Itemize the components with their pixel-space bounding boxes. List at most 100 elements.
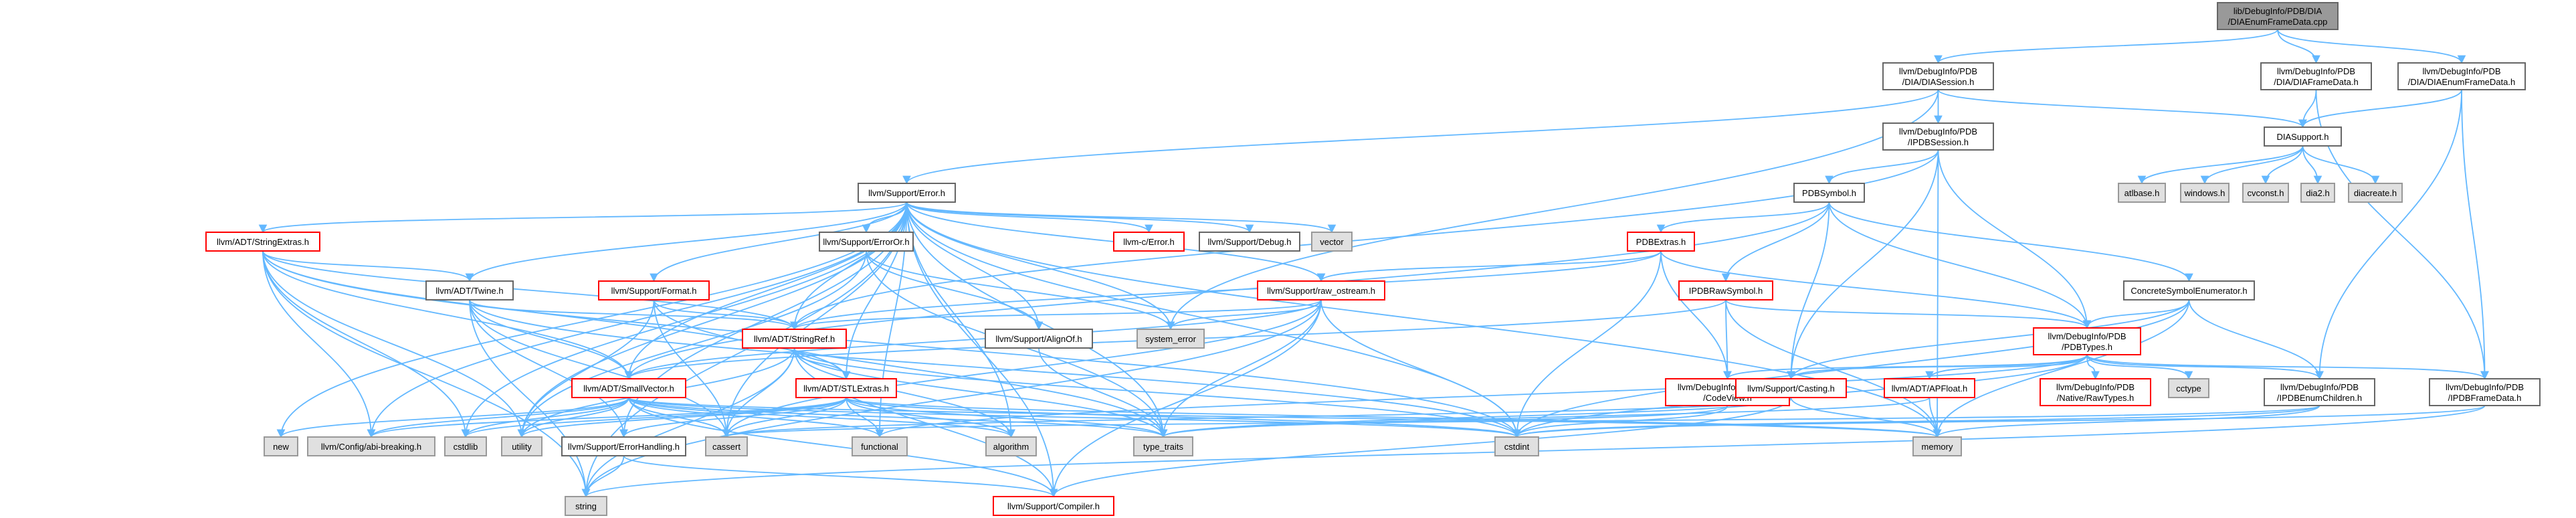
node-box bbox=[2429, 378, 2541, 406]
node-ipdb-session[interactable]: llvm/DebugInfo/PDB/IPDBSession.h bbox=[1882, 122, 1994, 151]
node-dia-support[interactable]: DIASupport.h bbox=[2264, 126, 2342, 147]
edge-dia_enum_frame_data-to-dia_support bbox=[2298, 89, 2462, 128]
node-box bbox=[2348, 183, 2403, 203]
edge-twine-to-small_vector bbox=[469, 299, 633, 380]
node-box bbox=[985, 329, 1093, 349]
node-algorithm: algorithm bbox=[985, 436, 1037, 456]
edge-stl_extras-to-type_traits bbox=[846, 397, 1168, 438]
node-concrete-symbol-enum[interactable]: ConcreteSymbolEnumerator.h bbox=[2123, 280, 2255, 300]
node-support-error[interactable]: llvm/Support/Error.h bbox=[858, 183, 956, 203]
node-box bbox=[501, 436, 542, 456]
node-twine[interactable]: llvm/ADT/Twine.h bbox=[425, 280, 514, 300]
node-box bbox=[1133, 436, 1193, 456]
node-small-vector[interactable]: llvm/ADT/SmallVector.h bbox=[571, 378, 686, 398]
node-label: llvm/DebugInfo/PDB bbox=[2048, 331, 2126, 341]
node-box bbox=[819, 232, 914, 252]
node-compiler[interactable]: llvm/Support/Compiler.h bbox=[993, 496, 1114, 516]
node-stl-extras[interactable]: llvm/ADT/STLExtras.h bbox=[795, 378, 897, 398]
node-label: /DIA/DIAFrameData.h bbox=[2274, 77, 2358, 87]
node-dia-enum-frame-data[interactable]: llvm/DebugInfo/PDB/DIA/DIAEnumFrameData.… bbox=[2397, 62, 2526, 90]
node-align-of[interactable]: llvm/Support/AlignOf.h bbox=[985, 329, 1093, 349]
node-ap-float[interactable]: llvm/ADT/APFloat.h bbox=[1884, 378, 1975, 398]
node-box bbox=[2264, 126, 2342, 147]
edge-stl_extras-to-error_handling bbox=[619, 397, 847, 438]
node-support-format[interactable]: llvm/Support/Format.h bbox=[598, 280, 710, 300]
node-label: llvm/DebugInfo/PDB bbox=[2422, 66, 2500, 76]
node-pdb-symbol[interactable]: PDBSymbol.h bbox=[1793, 183, 1865, 203]
edge-align_of-to-type_traits bbox=[1038, 347, 1168, 438]
edge-root-to-dia_frame_data bbox=[2277, 29, 2320, 64]
edge-string_ref-to-string bbox=[581, 347, 795, 498]
node-label: llvm/DebugInfo/PDB bbox=[2277, 66, 2355, 76]
node-label: ConcreteSymbolEnumerator.h bbox=[2131, 286, 2247, 296]
edge-twine-to-string bbox=[469, 299, 591, 498]
edge-support_error-to-type_traits bbox=[906, 201, 1168, 438]
edge-string_extras-to-small_vector bbox=[262, 250, 633, 380]
node-pdb-extras[interactable]: PDBExtras.h bbox=[1627, 232, 1695, 252]
edge-stl_extras-to-abi_breaking bbox=[367, 397, 847, 438]
node-box bbox=[1882, 122, 1994, 151]
node-new: new bbox=[264, 436, 298, 456]
edge-small_vector-to-cstdlib bbox=[461, 397, 629, 438]
node-label: memory bbox=[1922, 442, 1953, 452]
node-label: diacreate.h bbox=[2354, 188, 2397, 198]
node-box bbox=[565, 496, 607, 516]
node-dia-frame-data[interactable]: llvm/DebugInfo/PDB/DIA/DIAFrameData.h bbox=[2260, 62, 2372, 90]
node-pdb-types[interactable]: llvm/DebugInfo/PDB/PDBTypes.h bbox=[2033, 327, 2141, 355]
node-label: new bbox=[273, 442, 289, 452]
node-label: llvm/ADT/APFloat.h bbox=[1892, 383, 1967, 394]
node-label: PDBSymbol.h bbox=[1802, 188, 1856, 198]
node-label: llvm/ADT/StringExtras.h bbox=[217, 237, 309, 247]
node-label: llvm/DebugInfo/PDB bbox=[2056, 382, 2135, 392]
edge-pdb_extras-to-string_ref bbox=[790, 250, 1662, 331]
node-label: type_traits bbox=[1143, 442, 1183, 452]
node-label: cctype bbox=[2176, 383, 2201, 394]
node-label: /Native/RawTypes.h bbox=[2057, 393, 2135, 403]
edge-raw_ostream-to-type_traits bbox=[1159, 299, 1322, 438]
edge-raw_ostream-to-small_vector bbox=[624, 299, 1322, 380]
node-dia-session[interactable]: llvm/DebugInfo/PDB/DIA/DIASession.h bbox=[1882, 62, 1994, 90]
node-ipdb-enum-children[interactable]: llvm/DebugInfo/PDB/IPDBEnumChildren.h bbox=[2264, 378, 2375, 406]
node-label: llvm/Config/abi-breaking.h bbox=[321, 442, 421, 452]
edge-pdb_symbol-to-pdb_types bbox=[1828, 201, 2092, 329]
node-label: dia2.h bbox=[2306, 188, 2329, 198]
edge-dia_session-to-dia_support bbox=[1937, 89, 2307, 128]
node-native-raw-types[interactable]: llvm/DebugInfo/PDB/Native/RawTypes.h bbox=[2040, 378, 2151, 406]
edge-pdb_symbol-to-concrete_symbol_enum bbox=[1828, 201, 2193, 282]
edge-ipdb_session-to-string_ref bbox=[790, 149, 1939, 331]
node-support-casting[interactable]: llvm/Support/Casting.h bbox=[1735, 378, 1847, 398]
node-string-extras[interactable]: llvm/ADT/StringExtras.h bbox=[205, 232, 320, 252]
edge-error_handling-to-compiler bbox=[623, 455, 1058, 498]
node-label: llvm/ADT/STLExtras.h bbox=[803, 383, 889, 394]
node-error-handling[interactable]: llvm/Support/ErrorHandling.h bbox=[561, 436, 686, 456]
node-box bbox=[2264, 378, 2375, 406]
node-box bbox=[1199, 232, 1300, 252]
edge-raw_ostream-to-string bbox=[581, 299, 1322, 498]
edge-pdb_types-to-native_raw_types bbox=[2086, 354, 2100, 380]
node-box bbox=[1793, 183, 1865, 203]
node-error-or[interactable]: llvm/Support/ErrorOr.h bbox=[819, 232, 914, 252]
node-label: system_error bbox=[1145, 334, 1197, 344]
node-c-error[interactable]: llvm-c/Error.h bbox=[1113, 232, 1185, 252]
node-support-debug[interactable]: llvm/Support/Debug.h bbox=[1199, 232, 1300, 252]
node-ipdb-frame-data[interactable]: llvm/DebugInfo/PDB/IPDBFrameData.h bbox=[2429, 378, 2541, 406]
node-dia2: dia2.h bbox=[2300, 183, 2335, 203]
node-ipdb-raw-symbol[interactable]: IPDBRawSymbol.h bbox=[1678, 280, 1773, 300]
header-nodes: lib/DebugInfo/PDB/DIA/DIAEnumFrameData.c… bbox=[205, 2, 2541, 516]
edge-small_vector-to-type_traits bbox=[628, 397, 1167, 438]
edge-ipdb_enum_children-to-memory bbox=[1933, 405, 2320, 438]
edge-pdb_types-to-ipdb_enum_children bbox=[2086, 354, 2324, 380]
edge-stl_extras-to-algorithm bbox=[846, 397, 1015, 438]
edge-support_error-to-c_error bbox=[906, 201, 1153, 234]
node-box bbox=[2123, 280, 2255, 300]
node-label: llvm/DebugInfo/PDB bbox=[2280, 382, 2359, 392]
node-string-ref[interactable]: llvm/ADT/StringRef.h bbox=[742, 329, 847, 349]
node-raw-ostream[interactable]: llvm/Support/raw_ostream.h bbox=[1257, 280, 1385, 300]
node-label: /PDBTypes.h bbox=[2062, 342, 2112, 352]
node-box bbox=[852, 436, 908, 456]
edge-small_vector-to-cstdint bbox=[628, 397, 1521, 438]
edge-ipdb_enum_children-to-cassert bbox=[722, 405, 2320, 438]
node-box bbox=[2242, 183, 2289, 203]
edge-support_casting-to-compiler bbox=[1049, 397, 1792, 498]
